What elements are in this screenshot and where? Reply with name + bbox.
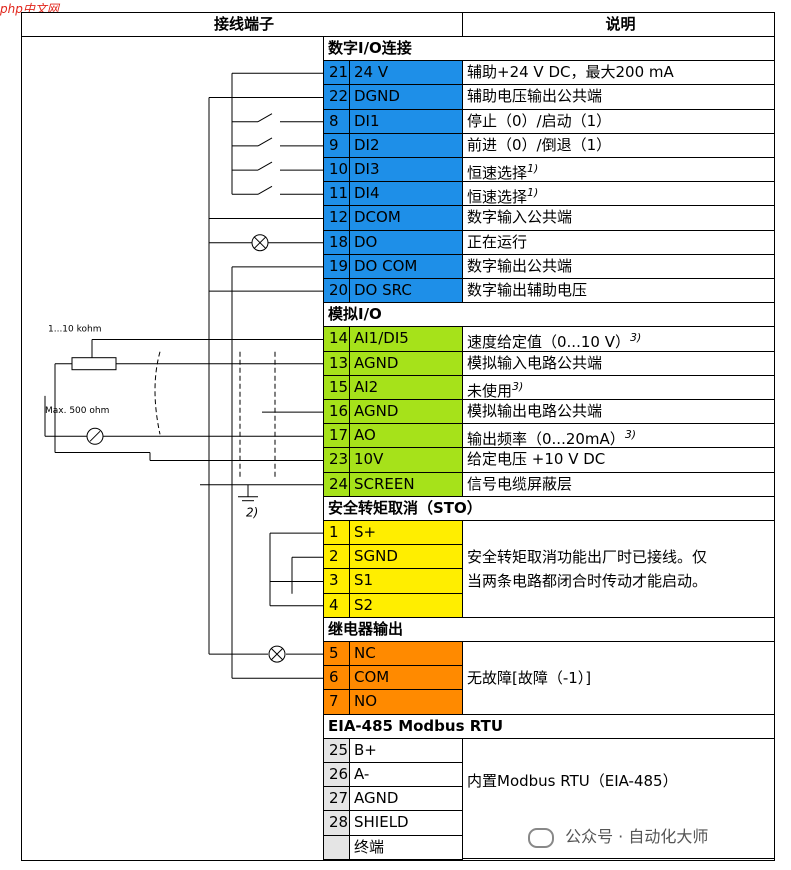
wechat-icon (528, 827, 554, 848)
terminal-number: 22 (323, 84, 350, 110)
terminal-description: 信号电缆屏蔽层 (462, 471, 775, 497)
terminal-description: 给定电压 +10 V DC (462, 447, 775, 473)
meter-needle (89, 430, 101, 442)
terminal-name: NO (349, 689, 463, 715)
relay-lamp-icon (268, 645, 286, 663)
switch-contact (257, 137, 273, 147)
lamp-icon (251, 234, 269, 252)
terminal-description: 停止（0）/启动（1） (462, 108, 775, 134)
pot-label: 1...10 kohm (48, 325, 102, 335)
cable-shield (154, 351, 161, 435)
terminal-description: 模拟输入电路公共端 (462, 350, 775, 376)
sto-desc-line1: 安全转矩取消功能出厂时已接线。仅 (467, 548, 708, 566)
terminal-name: SCREEN (349, 471, 463, 497)
terminal-number: 25 (323, 737, 350, 763)
potentiometer-icon (71, 357, 117, 371)
desc-text: 速度给定值（0...10 V） (467, 333, 630, 352)
section-analog: 模拟I/O (323, 302, 775, 328)
terminal-name: AGND (349, 350, 463, 376)
terminal-number: 19 (323, 253, 350, 279)
footnote-marker: 3) (624, 428, 637, 442)
terminal-description: 辅助电压输出公共端 (462, 84, 775, 110)
switch-contact (257, 113, 273, 123)
eia-description: 内置Modbus RTU（EIA-485） (462, 737, 775, 859)
terminal-number: 24 (323, 471, 350, 497)
terminal-number: 16 (323, 399, 350, 425)
terminal-number: 15 (323, 374, 350, 400)
switch-contact (257, 185, 273, 195)
terminal-description: 辅助+24 V DC，最大200 mA (462, 60, 775, 86)
terminal-name: DGND (349, 84, 463, 110)
terminal-number: 14 (323, 326, 350, 352)
terminal-name: AGND (349, 399, 463, 425)
switch-contact (257, 161, 273, 171)
terminal-number: 20 (323, 278, 350, 304)
terminal-number: 12 (323, 205, 350, 231)
relay-description: 无故障[故障（-1）] (462, 641, 775, 715)
terminal-name: 10V (349, 447, 463, 473)
footnote-marker: 3) (629, 331, 642, 345)
terminal-description: 速度给定值（0...10 V）3) (462, 326, 775, 352)
terminal-name: DI2 (349, 132, 463, 158)
terminal-description: 数字输入公共端 (462, 205, 775, 231)
terminal-description: 数字输出公共端 (462, 253, 775, 279)
desc-text: 恒速选择 (467, 164, 528, 182)
terminal-description: 输出频率（0...20mA）3) (462, 423, 775, 449)
watermark-text: 公众号 · 自动化大师 (565, 827, 709, 846)
sto-desc-line2: 当两条电路都闭合时传动才能启动。 (467, 572, 708, 590)
terminal-name: DO (349, 229, 463, 255)
terminal-name: 终端 (349, 834, 463, 860)
terminal-name: SHIELD (349, 810, 463, 836)
lamp-cross (253, 236, 267, 250)
terminal-name: DCOM (349, 205, 463, 231)
section-digital: 数字I/O连接 (323, 36, 775, 62)
terminal-description: 恒速选择1) (462, 181, 775, 207)
sto-description: 安全转矩取消功能出厂时已接线。仅当两条电路都闭合时传动才能启动。 (462, 520, 775, 618)
terminal-name: SGND (349, 544, 463, 570)
terminal-number: 5 (323, 641, 350, 667)
desc-text: 未使用 (467, 381, 513, 400)
lamp-cross (270, 647, 284, 661)
desc-text: 恒速选择 (467, 188, 528, 207)
terminal-number: 27 (323, 786, 350, 812)
watermark: 公众号 · 自动化大师 (528, 823, 708, 848)
header-terminal: 接线端子 (21, 12, 463, 37)
footnote-marker: 1) (527, 186, 539, 200)
terminal-number: 10 (323, 157, 350, 183)
meter-label: Max. 500 ohm (45, 406, 109, 416)
section-relay: 继电器输出 (323, 616, 775, 642)
terminal-name: A- (349, 762, 463, 788)
terminal-number: 26 (323, 762, 350, 788)
footnote-marker: 3) (512, 379, 524, 393)
footnote-2: 2) (246, 506, 258, 520)
desc-text: 输出频率（0...20mA） (467, 430, 625, 449)
footnote-marker: 1) (527, 162, 539, 175)
section-eia: EIA-485 Modbus RTU (323, 713, 775, 739)
